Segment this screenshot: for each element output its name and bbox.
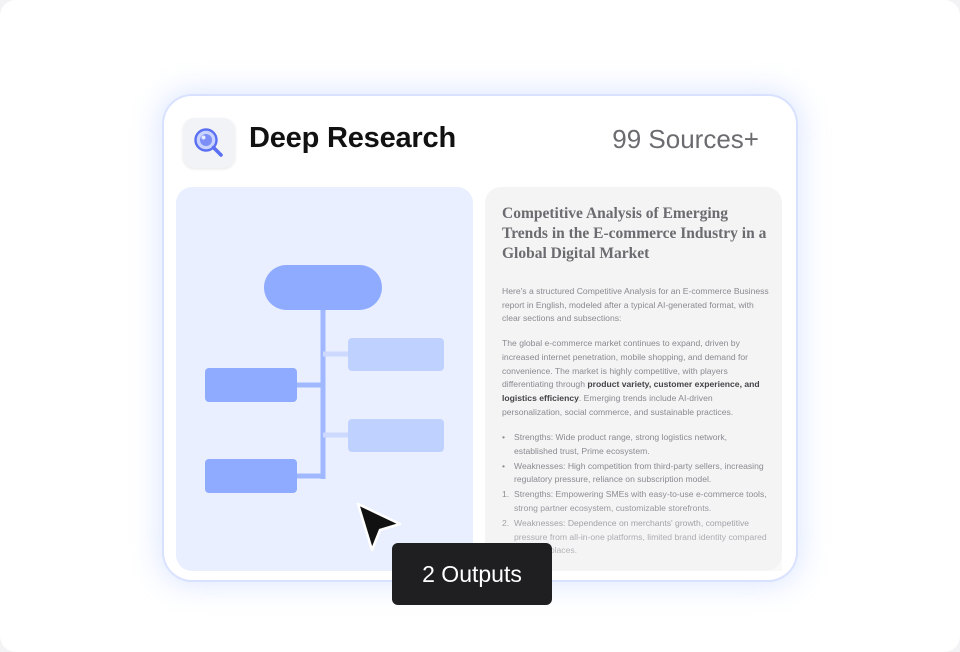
document-list: • Strengths: Wide product range, strong … [502, 431, 770, 559]
paragraph-text: The global e-commerce market continues t… [502, 338, 749, 390]
outputs-tooltip: 2 Outputs [392, 543, 552, 605]
sources-count: 99 Sources+ [612, 124, 759, 154]
list-item: • Strengths: Wide product range, strong … [502, 431, 770, 459]
list-marker: 1. [502, 489, 510, 500]
app-icon-tile [183, 118, 235, 168]
list-marker: • [502, 460, 506, 471]
list-item-text: Strengths: Empowering SMEs with easy-to-… [514, 489, 767, 513]
document-intro: Here's a structured Competitive Analysis… [502, 286, 769, 323]
paragraph-text-end: . Emerging trends include AI-driven pers… [502, 393, 734, 417]
diagram-output-panel[interactable] [176, 187, 473, 571]
paragraph-emphasis: product variety, customer experience, an… [502, 379, 760, 404]
magnifier-icon [194, 128, 223, 157]
left-node-1 [205, 368, 297, 402]
flowchart-diagram [205, 265, 444, 493]
document-paragraph: The global e-commerce market continues t… [502, 337, 770, 420]
list-item-text: Weaknesses: High competition from third-… [514, 460, 764, 485]
right-node-2 [348, 419, 444, 452]
list-item-text: Strengths: Wide product range, strong lo… [514, 432, 728, 456]
list-item: 1. Strengths: Empowering SMEs with easy-… [502, 488, 770, 516]
left-node-2 [205, 459, 297, 493]
root-node [264, 265, 382, 310]
right-node-1 [348, 338, 444, 371]
list-marker: 2. [502, 517, 510, 528]
list-item: • Weaknesses: High competition from thir… [502, 460, 770, 488]
app-title: Deep Research [249, 122, 456, 154]
mouse-pointer-icon [356, 502, 402, 552]
list-marker: • [502, 432, 506, 442]
document-title: Competitive Analysis of Emerging Trends … [502, 205, 767, 262]
